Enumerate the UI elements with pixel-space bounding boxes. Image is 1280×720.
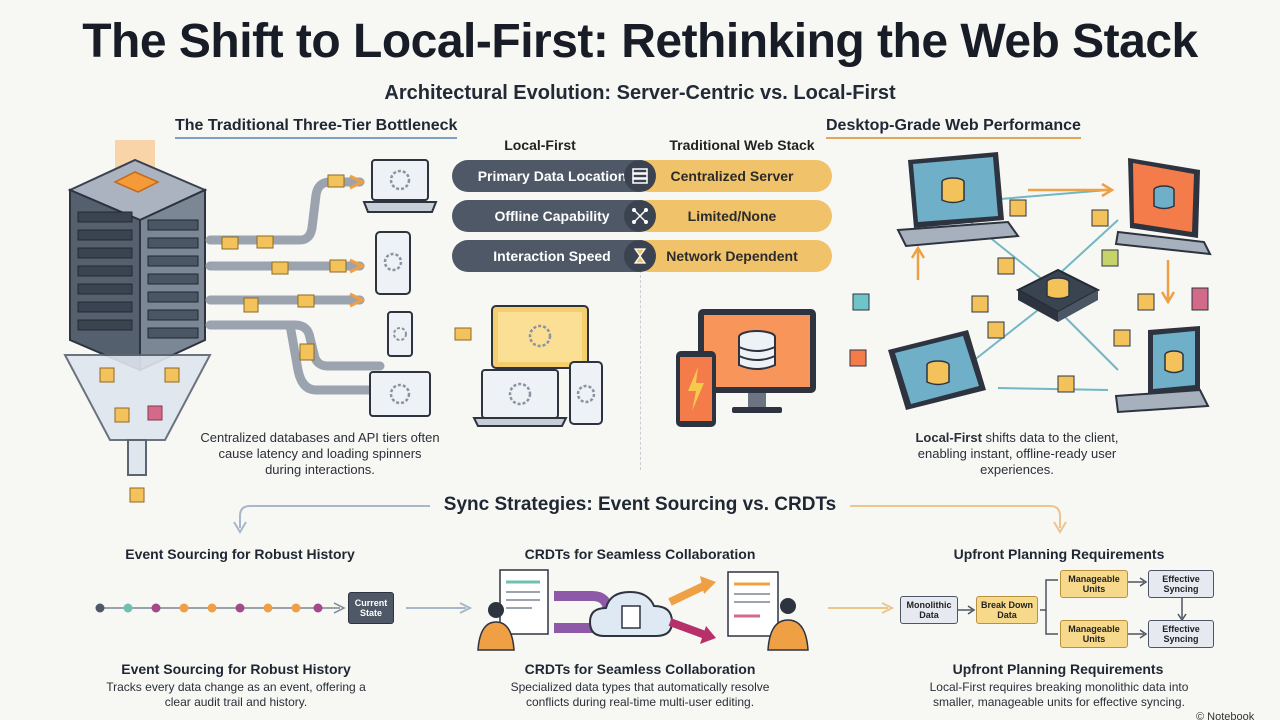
- event-dot: [263, 603, 273, 613]
- effective-syncing-box-2: Effective Syncing: [1148, 620, 1214, 648]
- tablet-icon: [375, 231, 411, 295]
- laptop-icon-bottom-right: [1114, 326, 1210, 414]
- data-cubes: [849, 199, 1209, 393]
- sync-heading: Sync Strategies: Event Sourcing vs. CRDT…: [443, 494, 837, 515]
- arrow-to-planning: [828, 602, 895, 614]
- comparison-row-data-location: Centralized Server Primary Data Location: [452, 160, 832, 192]
- document-icon-right: [727, 571, 779, 637]
- event-sourcing-text: Tracks every data change as an event, of…: [106, 680, 366, 709]
- event-sourcing-title: Event Sourcing for Robust History: [121, 661, 351, 677]
- watermark: © Notebook: [1196, 711, 1255, 720]
- planning-flow-connectors: [958, 577, 1187, 639]
- data-packets: [221, 174, 472, 361]
- current-state-box: Current State: [348, 592, 394, 624]
- sync-heading-arrows: [233, 505, 1067, 534]
- event-timeline: [95, 602, 346, 614]
- laptop-icon-top-right: [1114, 158, 1212, 256]
- crdt-title: CRDTs for Seamless Collaboration: [524, 661, 756, 677]
- laptop-icon-3: [472, 369, 568, 427]
- center-divider: [640, 270, 641, 470]
- local-device-illustration: [676, 309, 816, 427]
- local-first-network-illustration: [849, 152, 1212, 414]
- tablet-icon-bottom-left: [888, 330, 986, 410]
- person-icon-right: [767, 598, 809, 651]
- server-tower-icon: [67, 158, 208, 372]
- phone-icon: [387, 311, 413, 357]
- event-dot: [313, 603, 323, 613]
- hub-database-icon: [1015, 268, 1101, 322]
- person-icon-left: [477, 602, 515, 651]
- crdt-heading: CRDTs for Seamless Collaboration: [524, 546, 756, 562]
- event-dot: [291, 603, 301, 613]
- planning-heading: Upfront Planning Requirements: [953, 546, 1165, 562]
- comparison-row-speed: Network Dependent Interaction Speed: [452, 240, 832, 272]
- crdt-text: Specialized data types that automaticall…: [510, 680, 770, 709]
- comparison-row-offline: Limited/None Offline Capability: [452, 200, 832, 232]
- crdt-illustration: [477, 569, 809, 651]
- comparison-right-pill: Network Dependent: [632, 240, 832, 272]
- funnel-icon: [63, 354, 212, 503]
- hourglass-icon: [624, 240, 656, 272]
- event-dot: [179, 603, 189, 613]
- device-group-illustration: [472, 305, 603, 427]
- pipe-arrows: [349, 174, 366, 308]
- laptop-icon-top-left: [896, 152, 1020, 248]
- network-icon: [624, 200, 656, 232]
- manageable-units-box: Manageable Units: [1060, 570, 1128, 598]
- event-dot: [151, 603, 161, 613]
- phone-lightning-icon: [676, 351, 716, 427]
- local-first-column-label: Local-First: [504, 137, 576, 153]
- comparison-left-pill: Offline Capability: [452, 200, 652, 232]
- effective-syncing-box: Effective Syncing: [1148, 570, 1214, 598]
- laptop-icon-2: [369, 371, 431, 417]
- right-caption-text: shifts data to the client, enabling inst…: [917, 430, 1119, 477]
- comparison-right-pill: Centralized Server: [632, 160, 832, 192]
- three-tier-illustration: [63, 140, 472, 503]
- arrow-to-crdt: [406, 602, 473, 614]
- server-icon: [624, 160, 656, 192]
- monolithic-data-box: Monolithic Data: [900, 596, 958, 624]
- planning-text: Local-First requires breaking monolithic…: [929, 680, 1189, 709]
- right-section-heading: Desktop-Grade Web Performance: [826, 117, 1081, 139]
- laptop-icon: [362, 159, 438, 213]
- document-icon-left: [499, 569, 549, 635]
- right-caption: Local-First shifts data to the client, e…: [912, 430, 1122, 478]
- event-dot: [235, 603, 245, 613]
- left-section-heading: The Traditional Three-Tier Bottleneck: [175, 117, 458, 139]
- event-sourcing-heading: Event Sourcing for Robust History: [125, 546, 355, 562]
- comparison-left-pill: Primary Data Location: [452, 160, 652, 192]
- event-dot: [207, 603, 217, 613]
- monitor-icon: [491, 305, 589, 369]
- right-caption-bold: Local-First: [915, 430, 982, 445]
- left-caption: Centralized databases and API tiers ofte…: [200, 430, 440, 477]
- event-dot: [95, 603, 105, 613]
- data-pipes: [205, 177, 385, 395]
- magenta-arrow-icon: [668, 618, 710, 640]
- manageable-units-box-2: Manageable Units: [1060, 620, 1128, 648]
- traditional-column-label: Traditional Web Stack: [669, 137, 815, 153]
- comparison-left-pill: Interaction Speed: [452, 240, 652, 272]
- page-title: The Shift to Local-First: Rethinking the…: [82, 15, 1198, 68]
- planning-title: Upfront Planning Requirements: [952, 661, 1164, 677]
- desktop-database-icon: [698, 309, 816, 413]
- page-subtitle: Architectural Evolution: Server-Centric …: [384, 82, 896, 104]
- phone-icon-2: [569, 361, 603, 425]
- orange-arrows: [910, 182, 1176, 305]
- orange-arrow-icon: [668, 580, 710, 606]
- break-down-data-box: Break Down Data: [976, 596, 1038, 624]
- comparison-right-pill: Limited/None: [632, 200, 832, 232]
- event-dot: [123, 603, 133, 613]
